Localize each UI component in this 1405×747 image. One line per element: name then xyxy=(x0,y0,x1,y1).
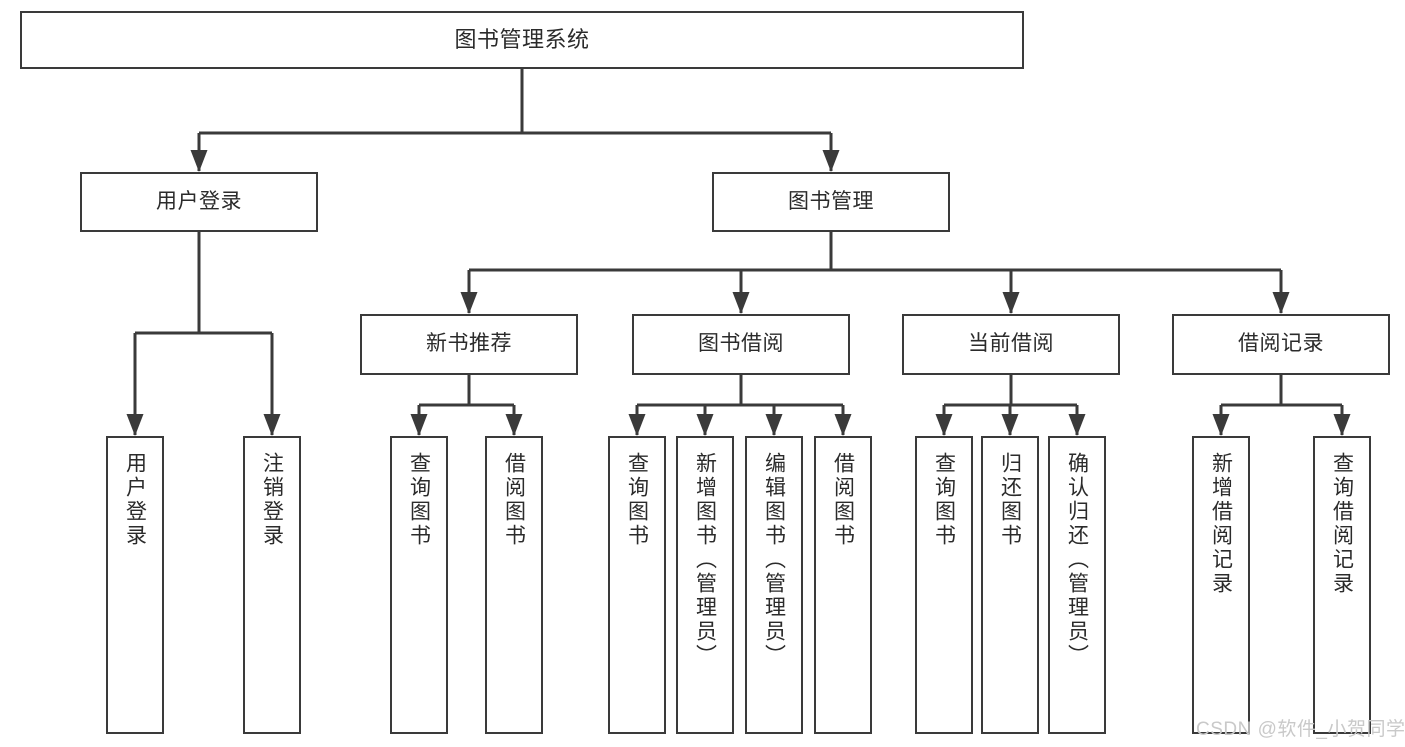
node-label: 图书借阅 xyxy=(698,332,784,356)
node-label: 用户登录 xyxy=(123,452,147,548)
edge-arrowhead xyxy=(1002,292,1020,314)
node-label: 借阅记录 xyxy=(1238,332,1324,356)
node-borrow-record[interactable]: 借阅记录 xyxy=(1172,314,1390,375)
node-label: 注销登录 xyxy=(260,452,284,548)
edge-arrowhead xyxy=(765,414,783,436)
node-leaf-user-logout[interactable]: 注销登录 xyxy=(243,436,301,734)
node-leaf-confirm-return[interactable]: 确认归还（管理员） xyxy=(1048,436,1106,734)
node-leaf-user-login[interactable]: 用户登录 xyxy=(106,436,164,734)
node-root[interactable]: 图书管理系统 xyxy=(20,11,1024,69)
node-label: 查询借阅记录 xyxy=(1330,452,1354,596)
node-label: 查询图书 xyxy=(932,452,956,548)
node-leaf-edit-book[interactable]: 编辑图书（管理员） xyxy=(745,436,803,734)
node-leaf-query-book-3[interactable]: 查询图书 xyxy=(915,436,973,734)
node-book-borrow[interactable]: 图书借阅 xyxy=(632,314,850,375)
node-leaf-borrow-book-1[interactable]: 借阅图书 xyxy=(485,436,543,734)
node-current-borrow[interactable]: 当前借阅 xyxy=(902,314,1120,375)
node-leaf-query-book-1[interactable]: 查询图书 xyxy=(390,436,448,734)
edge-arrowhead xyxy=(190,150,208,172)
node-label: 编辑图书（管理员） xyxy=(762,452,786,668)
node-new-book-rec[interactable]: 新书推荐 xyxy=(360,314,578,375)
node-label: 当前借阅 xyxy=(968,332,1054,356)
edge-arrowhead xyxy=(263,414,281,436)
edge-arrowhead xyxy=(460,292,478,314)
node-label: 借阅图书 xyxy=(831,452,855,548)
node-label: 借阅图书 xyxy=(502,452,526,548)
edge-arrowhead xyxy=(628,414,646,436)
node-label: 确认归还（管理员） xyxy=(1065,452,1089,668)
node-book-manage[interactable]: 图书管理 xyxy=(712,172,950,232)
edge-arrowhead xyxy=(1333,414,1351,436)
edge-arrowhead xyxy=(505,414,523,436)
node-label: 归还图书 xyxy=(998,452,1022,548)
edge-arrowhead xyxy=(126,414,144,436)
edge-arrowhead xyxy=(732,292,750,314)
node-label: 新书推荐 xyxy=(426,332,512,356)
node-label: 图书管理系统 xyxy=(454,27,590,53)
edge-arrowhead xyxy=(834,414,852,436)
node-leaf-add-book[interactable]: 新增图书（管理员） xyxy=(676,436,734,734)
edge-arrowhead xyxy=(410,414,428,436)
edge-arrowhead xyxy=(935,414,953,436)
node-label: 查询图书 xyxy=(625,452,649,548)
node-leaf-query-book-2[interactable]: 查询图书 xyxy=(608,436,666,734)
edge-arrowhead xyxy=(822,150,840,172)
node-label: 用户登录 xyxy=(156,189,242,213)
node-leaf-query-record[interactable]: 查询借阅记录 xyxy=(1313,436,1371,734)
node-user-login[interactable]: 用户登录 xyxy=(80,172,318,232)
watermark-text: CSDN @软件_小贺同学 xyxy=(1196,719,1405,740)
node-label: 新增借阅记录 xyxy=(1209,452,1233,596)
node-leaf-borrow-book-2[interactable]: 借阅图书 xyxy=(814,436,872,734)
edge-arrowhead xyxy=(1272,292,1290,314)
node-leaf-return-book[interactable]: 归还图书 xyxy=(981,436,1039,734)
node-label: 新增图书（管理员） xyxy=(693,452,717,668)
node-leaf-add-record[interactable]: 新增借阅记录 xyxy=(1192,436,1250,734)
node-label: 查询图书 xyxy=(407,452,431,548)
edge-arrowhead xyxy=(696,414,714,436)
edge-arrowhead xyxy=(1212,414,1230,436)
edge-arrowhead xyxy=(1001,414,1019,436)
edge-arrowhead xyxy=(1068,414,1086,436)
node-label: 图书管理 xyxy=(788,189,874,213)
